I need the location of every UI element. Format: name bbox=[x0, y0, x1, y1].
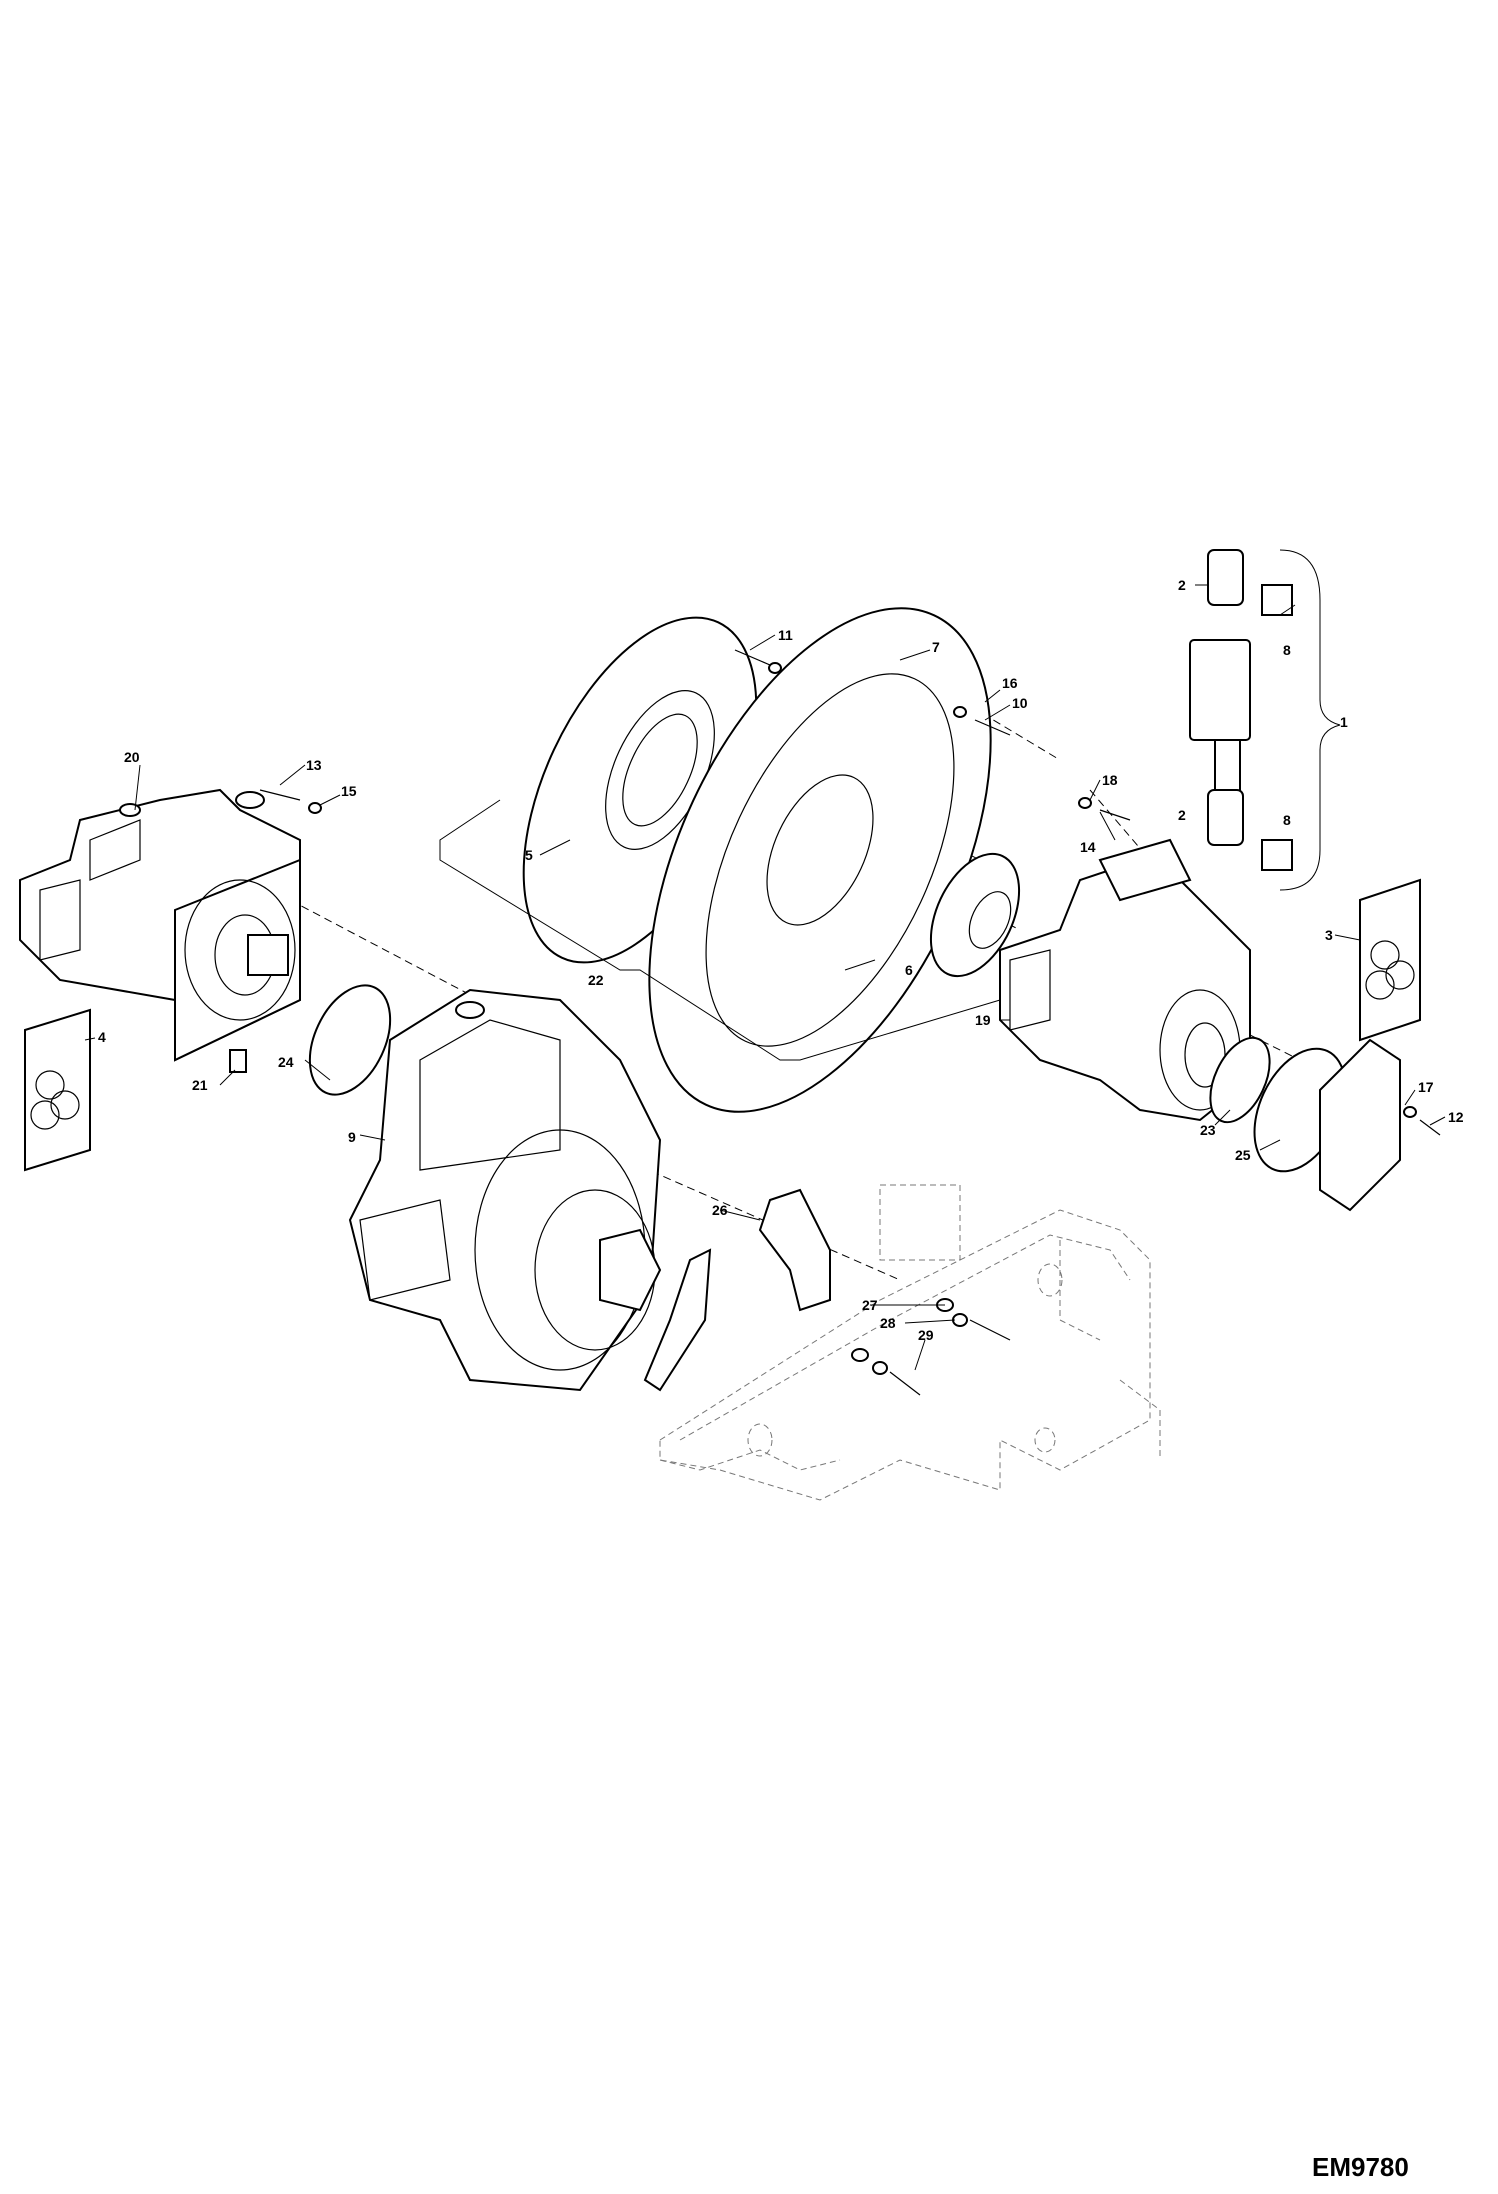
o-ring-24 bbox=[308, 984, 392, 1096]
callout-15: 15 bbox=[341, 783, 357, 799]
callout-2a: 2 bbox=[1178, 577, 1186, 593]
callout-8a: 8 bbox=[1283, 642, 1291, 658]
callout-23: 23 bbox=[1200, 1122, 1216, 1138]
callout-27: 27 bbox=[862, 1297, 878, 1313]
callout-29: 29 bbox=[918, 1327, 934, 1343]
callout-16: 16 bbox=[1002, 675, 1018, 691]
seal-kit-3 bbox=[1359, 878, 1421, 1042]
callout-6: 6 bbox=[905, 962, 913, 978]
callout-5: 5 bbox=[525, 847, 533, 863]
gasket-26 bbox=[758, 1188, 831, 1312]
callout-7: 7 bbox=[932, 639, 940, 655]
cover-plate bbox=[1319, 1038, 1401, 1212]
callout-12: 12 bbox=[1448, 1109, 1464, 1125]
callout-20: 20 bbox=[124, 749, 140, 765]
hydraulic-motor-20 bbox=[19, 788, 301, 1062]
callout-8b: 8 bbox=[1283, 812, 1291, 828]
callout-26: 26 bbox=[712, 1202, 728, 1218]
callout-17: 17 bbox=[1418, 1079, 1434, 1095]
gasket-26b bbox=[643, 1248, 712, 1392]
bracket-22 bbox=[439, 799, 1001, 1061]
callout-22: 22 bbox=[588, 972, 604, 988]
hydraulic-pump-19 bbox=[999, 838, 1251, 1122]
fasteners bbox=[229, 649, 1441, 1136]
drawing-code: EM9780 bbox=[1312, 2152, 1409, 2182]
callout-24: 24 bbox=[278, 1054, 294, 1070]
callout-10: 10 bbox=[1012, 695, 1028, 711]
callout-13: 13 bbox=[306, 757, 322, 773]
callout-18: 18 bbox=[1102, 772, 1118, 788]
gear-6 bbox=[929, 852, 1021, 978]
bolt-set-27-29 bbox=[851, 1298, 1011, 1396]
callout-3: 3 bbox=[1325, 927, 1333, 943]
solenoid-valve-assembly bbox=[1189, 549, 1341, 891]
callout-25: 25 bbox=[1235, 1147, 1251, 1163]
chassis-frame bbox=[659, 1184, 1161, 1501]
leader-lines bbox=[84, 584, 1446, 1371]
callout-2b: 2 bbox=[1178, 807, 1186, 823]
callout-4: 4 bbox=[98, 1029, 106, 1045]
callout-14: 14 bbox=[1080, 839, 1096, 855]
callout-21: 21 bbox=[192, 1077, 208, 1093]
o-ring-23 bbox=[1209, 1036, 1271, 1124]
callout-9: 9 bbox=[348, 1129, 356, 1145]
callout-labels: 1 2 2 3 4 5 6 7 8 8 9 10 11 12 13 14 15 … bbox=[98, 577, 1464, 1343]
callout-19: 19 bbox=[975, 1012, 991, 1028]
gearbox-9 bbox=[348, 988, 662, 1392]
seal-kit-4 bbox=[24, 1008, 91, 1172]
callout-28: 28 bbox=[880, 1315, 896, 1331]
callout-11: 11 bbox=[778, 627, 793, 643]
callout-1: 1 bbox=[1340, 714, 1348, 730]
